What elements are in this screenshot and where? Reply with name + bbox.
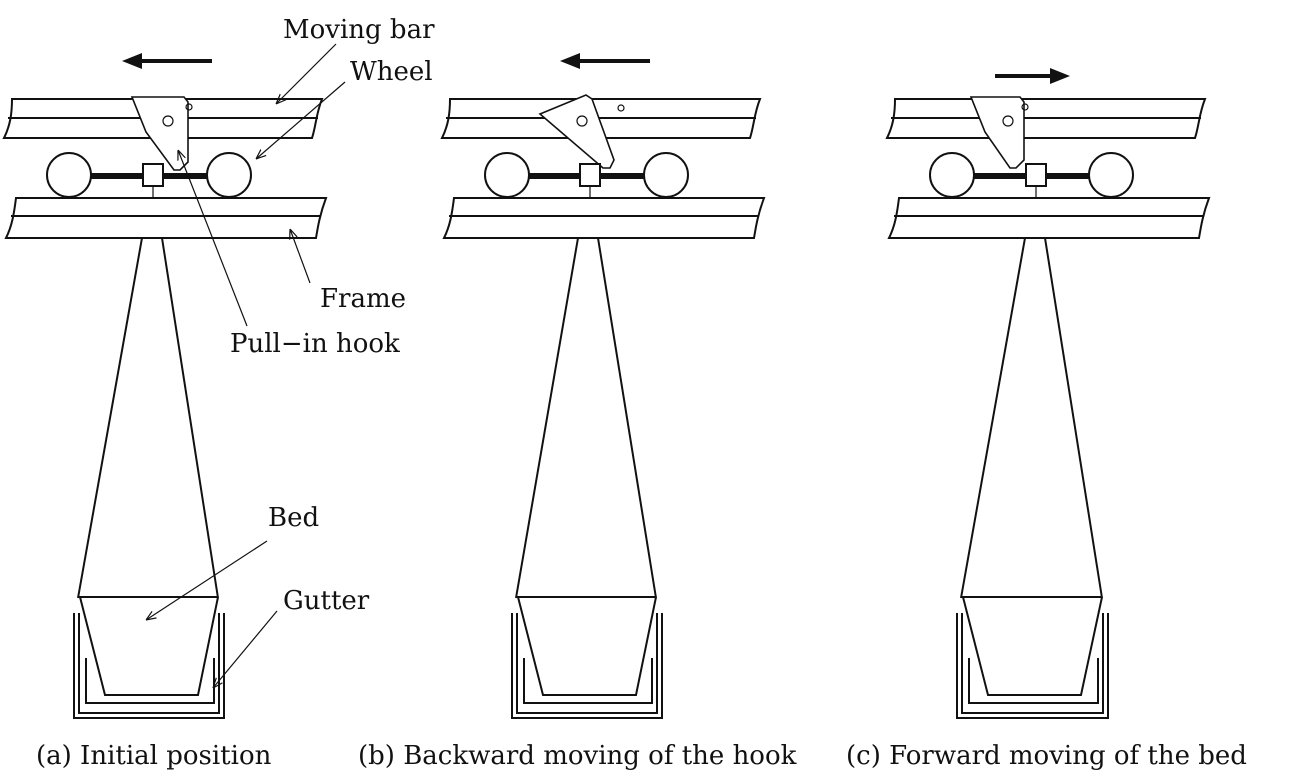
panel-b: (b) Backward moving of the hook — [358, 53, 797, 771]
caption-b: (b) Backward moving of the hook — [358, 741, 797, 771]
wheel-assembly — [46, 152, 252, 198]
bed — [78, 596, 219, 696]
caption-c: (c) Forward moving of the bed — [846, 741, 1247, 771]
label-bed: Bed — [268, 503, 319, 533]
suspension — [960, 237, 1103, 599]
label-wheel: Wheel — [350, 57, 433, 87]
pull-in-hook — [969, 96, 1029, 169]
label-moving-bar: Moving bar — [283, 15, 435, 45]
moving-bar — [440, 98, 762, 139]
panel-a: Moving bar Wheel Frame Pull−in hook Bed … — [2, 15, 435, 771]
suspension — [77, 237, 219, 599]
leader-lines — [146, 43, 346, 688]
label-frame: Frame — [320, 284, 406, 314]
frame — [887, 197, 1211, 239]
bed — [516, 596, 657, 696]
moving-bar — [885, 98, 1207, 139]
direction-arrow-right-icon — [995, 68, 1070, 84]
label-gutter: Gutter — [283, 586, 370, 616]
frame — [4, 197, 328, 239]
label-pull-in-hook: Pull−in hook — [230, 329, 400, 359]
pull-in-hook — [538, 94, 625, 169]
wheel-assembly — [929, 152, 1134, 198]
caption-a: (a) Initial position — [36, 741, 272, 771]
bed — [961, 596, 1103, 696]
panel-c: (c) Forward moving of the bed — [846, 68, 1247, 771]
gutter — [956, 613, 1109, 719]
wheel-assembly — [484, 152, 689, 198]
gutter — [511, 613, 663, 719]
direction-arrow-left-icon — [560, 53, 650, 69]
suspension — [515, 237, 657, 599]
direction-arrow-left-icon — [122, 53, 212, 69]
frame — [442, 197, 766, 239]
